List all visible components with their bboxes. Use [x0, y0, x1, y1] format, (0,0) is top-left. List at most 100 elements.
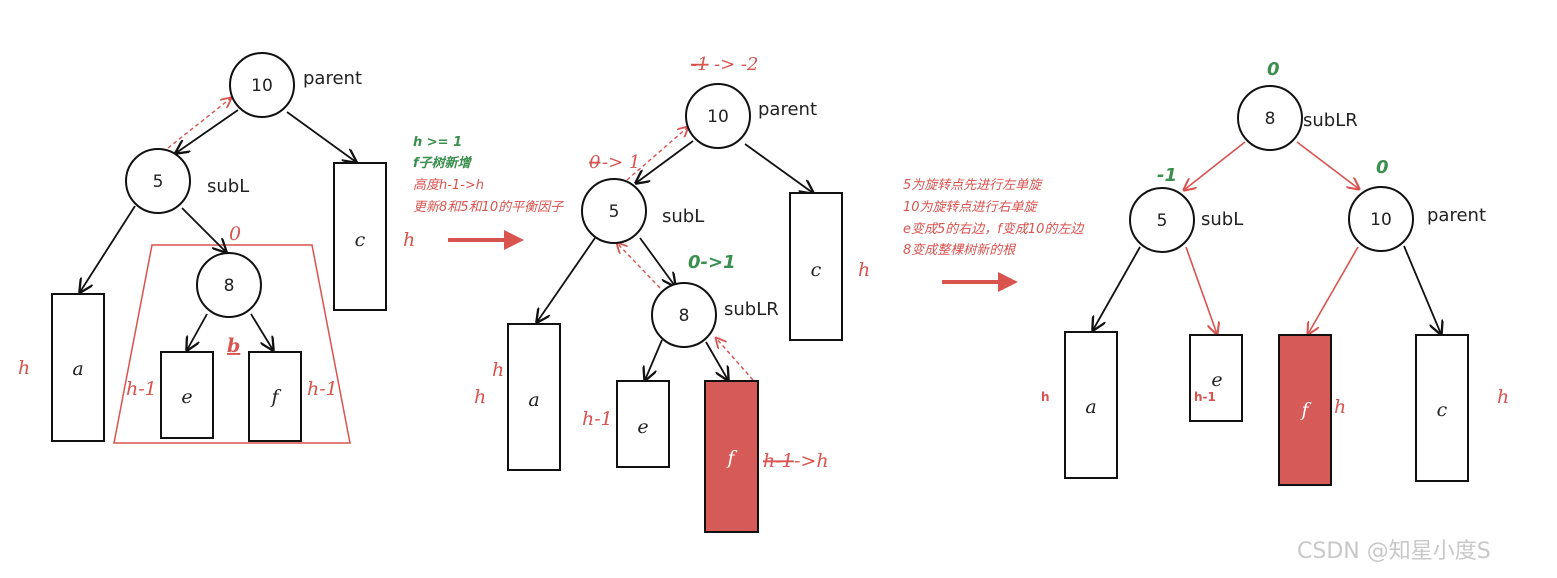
subtree-c: c	[333, 162, 387, 311]
subtree-b-label: b	[227, 335, 240, 357]
role-parent: parent	[1427, 205, 1486, 226]
svg-text:10: 10	[1370, 210, 1392, 230]
svg-text:a: a	[72, 358, 83, 380]
edge-5-a	[537, 237, 596, 322]
svg-text:5: 5	[1157, 211, 1168, 231]
node-8: 8	[1237, 85, 1303, 151]
notes-1: h >= 1 f子树新增 高度h-1->h 更新8和5和10的平衡因子	[413, 135, 564, 215]
svg-text:f: f	[725, 447, 737, 469]
edge-10-f	[1308, 246, 1359, 334]
note-2-line-3: e变成5的右边，f变成10的左边	[903, 221, 1085, 237]
bf-10-old: -1	[691, 54, 709, 75]
subtree-e: e	[1189, 334, 1243, 422]
height-f: h-1	[307, 378, 338, 400]
role-subL: subL	[662, 206, 704, 227]
note-1-line-4: 更新8和5和10的平衡因子	[413, 200, 564, 215]
bf-10: 0	[1376, 157, 1389, 178]
bf-10-new: -> -2	[714, 54, 758, 75]
update-arrow-f-8	[716, 338, 754, 381]
edge-10-c	[1403, 245, 1441, 334]
edge-8-5	[1184, 141, 1246, 190]
subtree-a: a	[507, 323, 561, 471]
svg-text:e: e	[637, 416, 648, 438]
height-f: h	[1334, 396, 1346, 418]
role-subL: subL	[207, 176, 249, 197]
subtree-e: e	[616, 380, 670, 468]
height-c: h	[858, 259, 870, 281]
subtree-a: a	[51, 293, 105, 442]
svg-text:8: 8	[1265, 109, 1276, 129]
note-2-line-1: 5为旋转点先进行左单旋	[903, 178, 1043, 193]
svg-text:e: e	[1211, 369, 1222, 391]
height-c: h	[1497, 386, 1509, 408]
role-parent: parent	[303, 68, 362, 89]
transition-arrow-1	[448, 230, 524, 250]
panel-2: -1 -> -2 0 -> 1 0->1 10 parent 5 subL 8 …	[474, 54, 870, 533]
svg-text:a: a	[528, 389, 539, 411]
height-c: h	[403, 229, 415, 251]
note-1-line-3: 高度h-1->h	[413, 178, 484, 193]
svg-text:e: e	[181, 386, 192, 408]
svg-text:c: c	[355, 229, 366, 251]
panel-1: 0 b 10 parent 5 subL 8 a h	[18, 52, 415, 444]
subtree-e: e	[160, 351, 214, 439]
height-a-1: h	[492, 359, 504, 381]
svg-text:5: 5	[153, 172, 164, 192]
svg-text:c: c	[1437, 399, 1448, 421]
note-2-line-4: 8变成整棵树新的根	[903, 242, 1016, 258]
svg-text:c: c	[811, 259, 822, 281]
role-parent: parent	[758, 99, 817, 120]
node-10: 10	[1348, 186, 1414, 252]
edge-5-e	[1185, 246, 1217, 334]
height-f-old: h-1	[763, 450, 794, 472]
edge-5-a	[80, 205, 136, 292]
node-10: 10	[685, 83, 751, 149]
subtree-b-bf: 0	[229, 223, 241, 245]
edge-5-8	[639, 237, 675, 286]
svg-text:10: 10	[707, 107, 729, 127]
note-1-line-2: f子树新增	[413, 155, 473, 171]
edge-8-e	[645, 339, 663, 380]
role-subLR: subLR	[724, 299, 779, 320]
node-5: 5	[1129, 187, 1195, 253]
note-1-line-1: h >= 1	[413, 135, 462, 150]
edge-8-e	[187, 313, 208, 350]
bf-5-old: 0	[589, 152, 600, 173]
svg-text:f: f	[1299, 399, 1311, 421]
edge-8-f	[705, 341, 728, 380]
height-a: h	[18, 357, 30, 379]
edge-5-a	[1093, 246, 1141, 330]
node-5: 5	[125, 148, 191, 214]
subtree-f: f	[1278, 334, 1332, 486]
transition-arrow-2	[942, 272, 1018, 292]
edge-8-10	[1296, 141, 1359, 189]
update-arrow-5-10	[167, 98, 231, 149]
height-e: h-1	[1194, 390, 1216, 404]
node-5: 5	[581, 178, 647, 244]
edge-10-c	[286, 111, 356, 162]
node-8: 8	[196, 252, 262, 318]
edge-8-f	[250, 313, 273, 350]
subtree-c: c	[1415, 334, 1469, 482]
height-e: h-1	[126, 378, 157, 400]
subtree-b-outline	[113, 244, 351, 444]
edge-5-8	[181, 207, 226, 252]
panel-3: 0 -1 0 8 subLR 5 subL 10 parent a h e h-…	[1041, 59, 1509, 486]
role-subLR: subLR	[1303, 110, 1358, 131]
svg-text:8: 8	[679, 306, 690, 326]
subtree-f: f	[248, 351, 302, 442]
bf-5-new: -> 1	[602, 152, 640, 173]
height-f-new: ->h	[794, 450, 829, 472]
height-e: h-1	[582, 408, 613, 430]
bf-5: -1	[1157, 165, 1177, 186]
subtree-a: a	[1064, 331, 1118, 479]
node-10: 10	[229, 52, 295, 118]
node-8: 8	[651, 282, 717, 348]
note-2-line-2: 10为旋转点进行右单旋	[903, 200, 1039, 215]
edge-10-5	[636, 140, 694, 183]
bf-8: 0->1	[688, 252, 736, 273]
svg-text:5: 5	[609, 202, 620, 222]
role-subL: subL	[1201, 209, 1243, 230]
edge-10-c	[744, 143, 813, 193]
